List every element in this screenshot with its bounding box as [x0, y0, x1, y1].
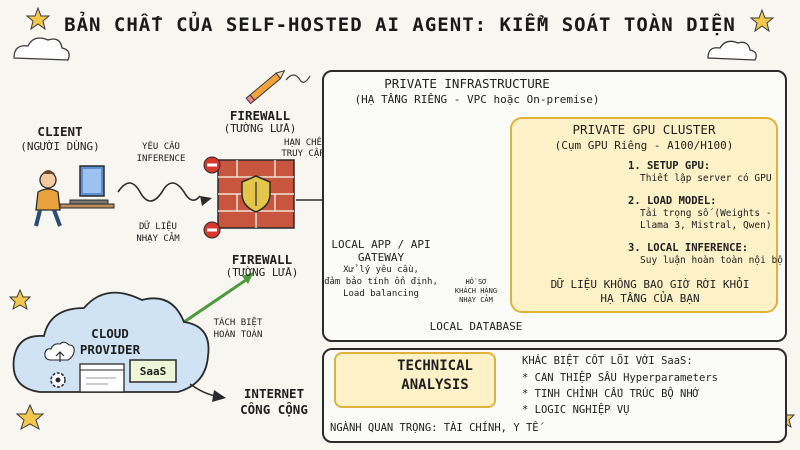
db-text-3: NHẠY CẢM [459, 296, 493, 304]
db-text-1: HỒ SƠ [465, 278, 487, 286]
infra-title: PRIVATE INFRASTRUCTURE [384, 76, 550, 91]
upload-cloud-icon [44, 341, 75, 362]
tech-industries: NGÀNH QUAN TRỌNG: TÀI CHÍNH, Y TẾ [330, 422, 539, 434]
tech-title-1: TECHNICAL [397, 358, 473, 374]
gateway-desc-3: Load balancing [343, 289, 419, 299]
request-label-1: YÊU CẦU [142, 142, 180, 152]
tech-item-2: * TINH CHỈNH CẤU TRÚC BỘ NHỚ [522, 388, 700, 400]
tech-heading: KHÁC BIỆT CỐT LÕI VỚI SaaS: [522, 355, 693, 367]
star-icon [8, 288, 32, 311]
internet-label-2: CÔNG CỘNG [240, 402, 308, 417]
gateway-label-2: GATEWAY [357, 251, 405, 264]
sensitive-label-1: DỮ LIỆU [139, 222, 177, 232]
cloud-doodle-icon [13, 37, 70, 61]
database-label: LOCAL DATABASE [429, 320, 523, 333]
gateway-desc-2: đảm bảo tính ổn định, [324, 277, 438, 287]
gear-icon [50, 372, 66, 388]
sensitive-label-2: NHẠY CẢM [136, 234, 180, 244]
client-label: CLIENT [37, 124, 83, 139]
gpu-title: PRIVATE GPU CLUSTER [572, 122, 716, 137]
request-label-2: INFERENCE [136, 154, 186, 164]
internet-label-1: INTERNET [243, 386, 305, 401]
gpu-step2-desc1: Tải trọng số (Weights - [640, 208, 772, 219]
gpu-cluster-box [510, 117, 778, 313]
stop-icon [203, 156, 221, 174]
isolation-label-2: HOÀN TOÀN [213, 330, 263, 340]
pencil-icon [245, 69, 286, 105]
tech-title-2: ANALYSIS [401, 377, 469, 393]
db-text-2: KHÁCH HÀNG [454, 287, 498, 295]
infra-subtitle: (HẠ TẦNG RIÊNG - VPC hoặc On-premise) [354, 93, 600, 106]
gpu-step2-desc2: Llama 3, Mistral, Qwen) [640, 220, 772, 231]
cloud-label-2: PROVIDER [79, 342, 141, 357]
page-title: BẢN CHẤT CỦA SELF-HOSTED AI AGENT: KIỂM … [64, 14, 736, 36]
gpu-footer-2: HẠ TẦNG CỦA BẠN [600, 292, 700, 305]
tech-item-1: * CAN THIỆP SÂU Hyperparameters [522, 372, 718, 384]
saas-box [129, 359, 177, 383]
star-icon [15, 403, 45, 431]
star-icon [749, 8, 775, 33]
firewall-top-label: FIREWALL [229, 108, 291, 123]
cloud-label-1: CLOUD [91, 326, 129, 341]
firewall-bottom-sublabel: (TƯỜNG LỬA) [225, 266, 299, 279]
stop-icon [203, 221, 221, 239]
saas-label: SaaS [139, 365, 167, 378]
gateway-label-1: LOCAL APP / API [331, 238, 431, 251]
shield-icon [241, 175, 271, 213]
firewall-top-sublabel: (TƯỜNG LỬA) [223, 122, 297, 135]
firewall-note-1: HẠN CHẾ [284, 138, 322, 148]
firewall-bottom-label: FIREWALL [231, 252, 293, 267]
gpu-subtitle: (Cụm GPU Riêng - A100/H100) [554, 139, 734, 152]
gpu-step3-desc: Suy luận hoàn toàn nội bộ [640, 255, 783, 266]
cloud-doodle-icon [707, 40, 757, 61]
user-person-icon [34, 170, 62, 227]
client-computer-icon [59, 165, 115, 209]
gpu-step3-title: 3. LOCAL INFERENCE: [628, 242, 749, 254]
technical-analysis-badge [334, 352, 496, 408]
client-sublabel: (NGƯỜI DÙNG) [20, 140, 100, 153]
gpu-step1-title: 1. SETUP GPU: [628, 160, 711, 172]
browser-window-icon [79, 363, 125, 393]
tech-item-3: * LOGIC NGHIỆP VỤ [522, 404, 630, 416]
gpu-step2-title: 2. LOAD MODEL: [628, 195, 717, 207]
firewall-note-2: TRUY CẬP [281, 149, 325, 159]
gpu-step1-desc: Thiết lập server có GPU [640, 173, 772, 184]
gpu-footer-1: DỮ LIỆU KHÔNG BAO GIỜ RỜI KHỎI [550, 278, 750, 291]
gateway-desc-1: Xử lý yêu cầu, [343, 265, 419, 275]
star-icon [25, 6, 51, 31]
isolation-label-1: TÁCH BIỆT [213, 318, 263, 328]
